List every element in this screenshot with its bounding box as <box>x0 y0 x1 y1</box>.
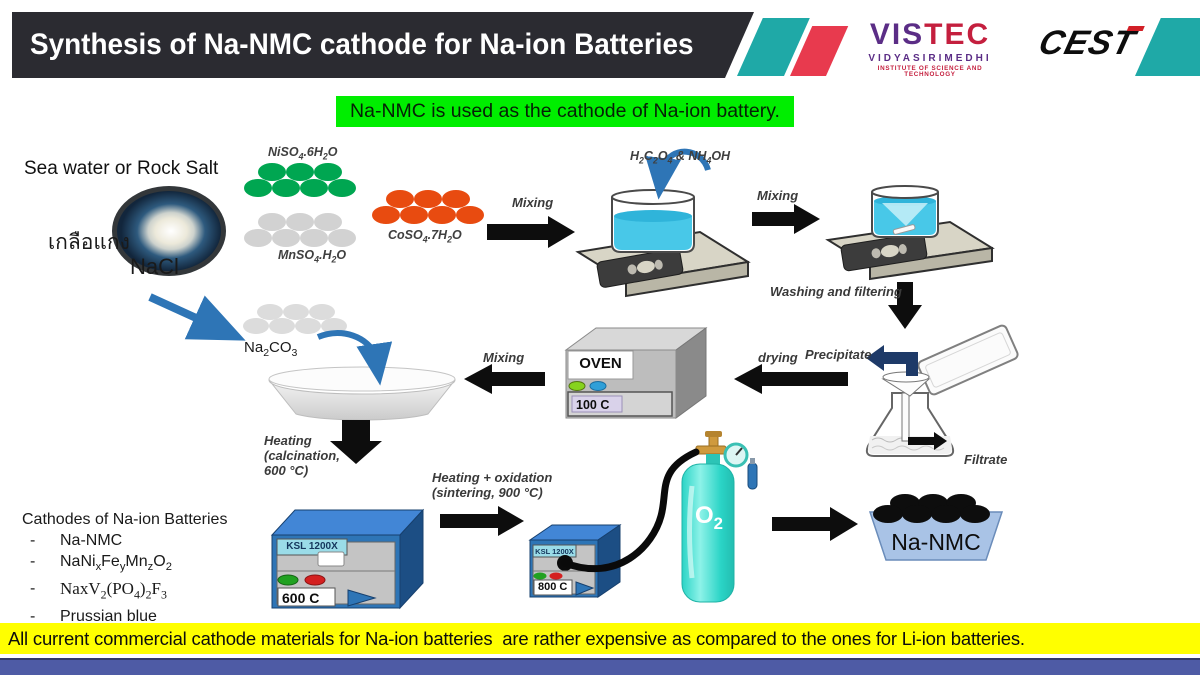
drying-label: drying <box>758 350 798 365</box>
calcination-label: Heating (calcination, 600 °C) <box>264 433 340 478</box>
regulator-device <box>747 462 758 490</box>
washing-label: Washing and filtering <box>770 284 902 299</box>
furnace-2-temp: 800 C <box>538 581 568 593</box>
furnace-1-play-icon <box>347 589 377 607</box>
cathode-list: Cathodes of Na-ion Batteries -Na-NMC -Na… <box>22 509 227 627</box>
arrow-washing-down <box>888 282 922 329</box>
furnace-1-model: KSL 1200X <box>286 541 338 552</box>
arrow-nacl <box>148 293 246 341</box>
vistec-logo-tec: TEC <box>924 18 991 51</box>
furnace-2-red-light <box>549 572 563 580</box>
vistec-logo-vis: VIS <box>869 18 925 51</box>
arrow-product-right <box>772 507 858 541</box>
arrow-filtrate <box>908 432 947 450</box>
oven-green-light <box>568 381 586 391</box>
green-highlight-banner: Na-NMC is used as the cathode of Na-ion … <box>336 96 794 127</box>
nacl-label: NaCl <box>130 254 179 279</box>
pouring-tray <box>917 324 1019 396</box>
vortex <box>882 203 928 226</box>
furnace-2-model-plate <box>532 544 577 558</box>
na-nmc-particles <box>873 494 990 523</box>
oxygen-tank-label: O2 <box>694 502 723 533</box>
stir-bar <box>892 224 916 235</box>
cathode-list-title: Cathodes of Na-ion Batteries <box>22 511 228 528</box>
mixing-label-1: Mixing <box>512 195 554 210</box>
beaker-1 <box>611 189 695 253</box>
erlenmeyer-flask <box>865 392 955 457</box>
list-item: -NaxV2(PO4)2F3 <box>30 579 167 602</box>
arrow-mixing-3-left <box>464 364 545 394</box>
sintering-label: Heating + oxidation (sintering, 900 °C) <box>432 470 553 500</box>
title-bar: Synthesis of Na-NMC cathode for Na-ion B… <box>12 12 754 78</box>
gas-hose <box>561 448 700 573</box>
product-name: Na-NMC <box>891 529 981 555</box>
furnace-2-model: KSL 1200X <box>535 547 574 556</box>
yellow-highlight-footer: All current commercial cathode materials… <box>0 623 1200 654</box>
sodium-carbonate-label: Na2CO3 <box>244 339 298 359</box>
rock-salt-photo <box>112 186 226 276</box>
filtrate-label: Filtrate <box>964 452 1008 467</box>
arrow-pour-precipitant <box>645 148 711 200</box>
vistec-logo-line1: VIDYASIRIMEDHI <box>868 53 992 64</box>
vistec-logo: VISTEC VIDYASIRIMEDHI INSTITUTE OF SCIEN… <box>860 20 1000 79</box>
hotplate-2-display <box>840 232 928 272</box>
furnace-1 <box>270 508 425 610</box>
cobalt-sulfate-label: CoSO4.7H2O <box>388 228 462 245</box>
tank-body <box>681 463 735 603</box>
arrow-sintering-right <box>440 506 524 536</box>
page-title: Synthesis of Na-NMC cathode for Na-ion B… <box>30 28 694 61</box>
oven-temp: 100 C <box>576 398 610 412</box>
hotplate-stirrer-1 <box>575 230 751 298</box>
furnace-1-red-light <box>304 574 326 586</box>
manganese-sulfate-particles <box>244 213 356 247</box>
arrow-mixing-1 <box>487 216 575 248</box>
precipitate-label: Precipitate <box>805 347 872 362</box>
nickel-sulfate-label: NiSO4.6H2O <box>268 145 338 162</box>
furnace-1-temp: 600 C <box>282 590 320 606</box>
vistec-logo-line2: INSTITUTE OF SCIENCE AND TECHNOLOGY <box>877 65 983 79</box>
precipitant-label: H2C2O4 & NH4OH <box>630 149 731 166</box>
furnace-2-play-icon <box>575 581 595 596</box>
source-label: Sea water or Rock Salt <box>24 158 219 179</box>
furnace-1-display <box>277 587 336 607</box>
tank-neck <box>706 454 720 466</box>
nickel-sulfate-particles <box>244 163 356 197</box>
furnace-1-model-plate <box>276 538 348 556</box>
arrow-precipitate-elbow <box>866 345 918 376</box>
arrow-drying-left <box>734 364 848 394</box>
mixing-label-3: Mixing <box>483 350 525 365</box>
list-item: -Na-NMC <box>30 532 123 549</box>
arrow-pour-na2co3 <box>316 330 393 386</box>
tank-valve-knob <box>705 431 722 437</box>
manganese-sulfate-label: MnSO4.H2O <box>278 248 347 265</box>
beaker-2 <box>871 185 939 238</box>
hotplate-1-display <box>596 248 684 288</box>
furnace-1-door-icon <box>317 551 345 567</box>
sodium-carbonate-particles <box>243 304 347 334</box>
furnace-1-green-light <box>277 574 299 586</box>
oven-temp-chip <box>571 395 623 413</box>
oxygen-tank <box>681 431 758 603</box>
cobalt-sulfate-particles <box>372 190 484 224</box>
tank-valve <box>695 445 727 455</box>
arrow-calcination-down <box>330 420 382 464</box>
oven-blue-light <box>589 381 607 391</box>
oven <box>564 327 708 419</box>
source-thai-label: เกลือแกง <box>48 231 130 254</box>
bottom-bar <box>0 658 1200 675</box>
hotplate-stirrer-2 <box>825 220 995 281</box>
furnace-2-display <box>533 579 573 596</box>
product-tray <box>868 494 1004 561</box>
arrow-mixing-2 <box>752 204 820 234</box>
mixing-label-2: Mixing <box>757 188 799 203</box>
furnace-2-green-light <box>533 572 547 580</box>
list-item: -NaNixFeyMnzO2 <box>30 553 172 574</box>
oven-nameplate <box>567 350 634 380</box>
evaporating-dish <box>268 366 456 421</box>
oven-name: OVEN <box>579 355 622 372</box>
list-item: -Prussian blue <box>30 607 157 625</box>
